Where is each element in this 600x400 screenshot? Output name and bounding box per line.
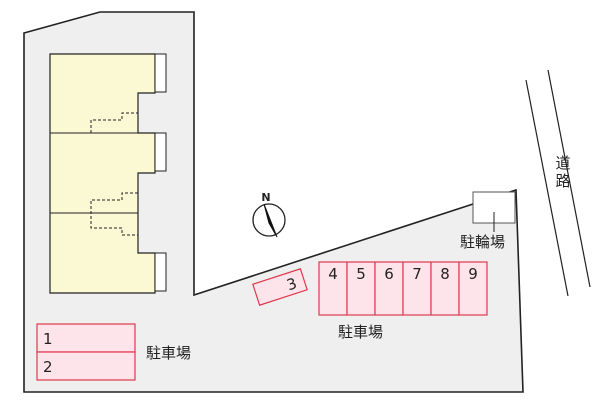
parking-slot-2 — [36, 351, 136, 381]
balcony-2 — [154, 132, 167, 172]
north-compass-icon: N — [252, 191, 286, 238]
compass-needle — [263, 203, 278, 238]
balcony-1 — [154, 53, 167, 93]
parking-left-group: 1 2 駐車場 — [36, 323, 191, 381]
parking-right-label: 駐車場 — [338, 323, 383, 341]
slot-number-5: 5 — [356, 265, 366, 283]
stair-dashed-1 — [90, 112, 138, 133]
parking-slot-3 — [252, 268, 308, 306]
road-label-char-1: 道 — [555, 154, 570, 172]
balcony-3 — [154, 252, 167, 292]
parking-right-group: 4 5 6 7 8 9 3 駐車場 — [252, 261, 488, 341]
parking-slot-3-group: 3 — [252, 268, 308, 306]
slot-number-7: 7 — [412, 265, 422, 283]
road-label-char-2: 路 — [555, 172, 570, 190]
road-edge-right — [547, 69, 591, 288]
slot-number-2: 2 — [43, 358, 53, 376]
parking-slot-1 — [36, 323, 136, 353]
slot-number-6: 6 — [384, 265, 394, 283]
slot-number-1: 1 — [43, 330, 53, 348]
road-edge-left — [525, 79, 569, 297]
slot-number-8: 8 — [440, 265, 450, 283]
apartment-building — [49, 53, 167, 294]
slot-number-4: 4 — [328, 265, 338, 283]
parking-left-label: 駐車場 — [146, 344, 191, 362]
building-outline — [49, 53, 156, 294]
compass-label: N — [261, 191, 270, 204]
slot-number-9: 9 — [468, 265, 478, 283]
stair-dashed-2 — [90, 192, 138, 236]
parking-slot-9 — [458, 261, 488, 316]
bike-parking-label: 駐輪場 — [460, 233, 505, 251]
bike-parking: 駐輪場 — [460, 191, 516, 251]
